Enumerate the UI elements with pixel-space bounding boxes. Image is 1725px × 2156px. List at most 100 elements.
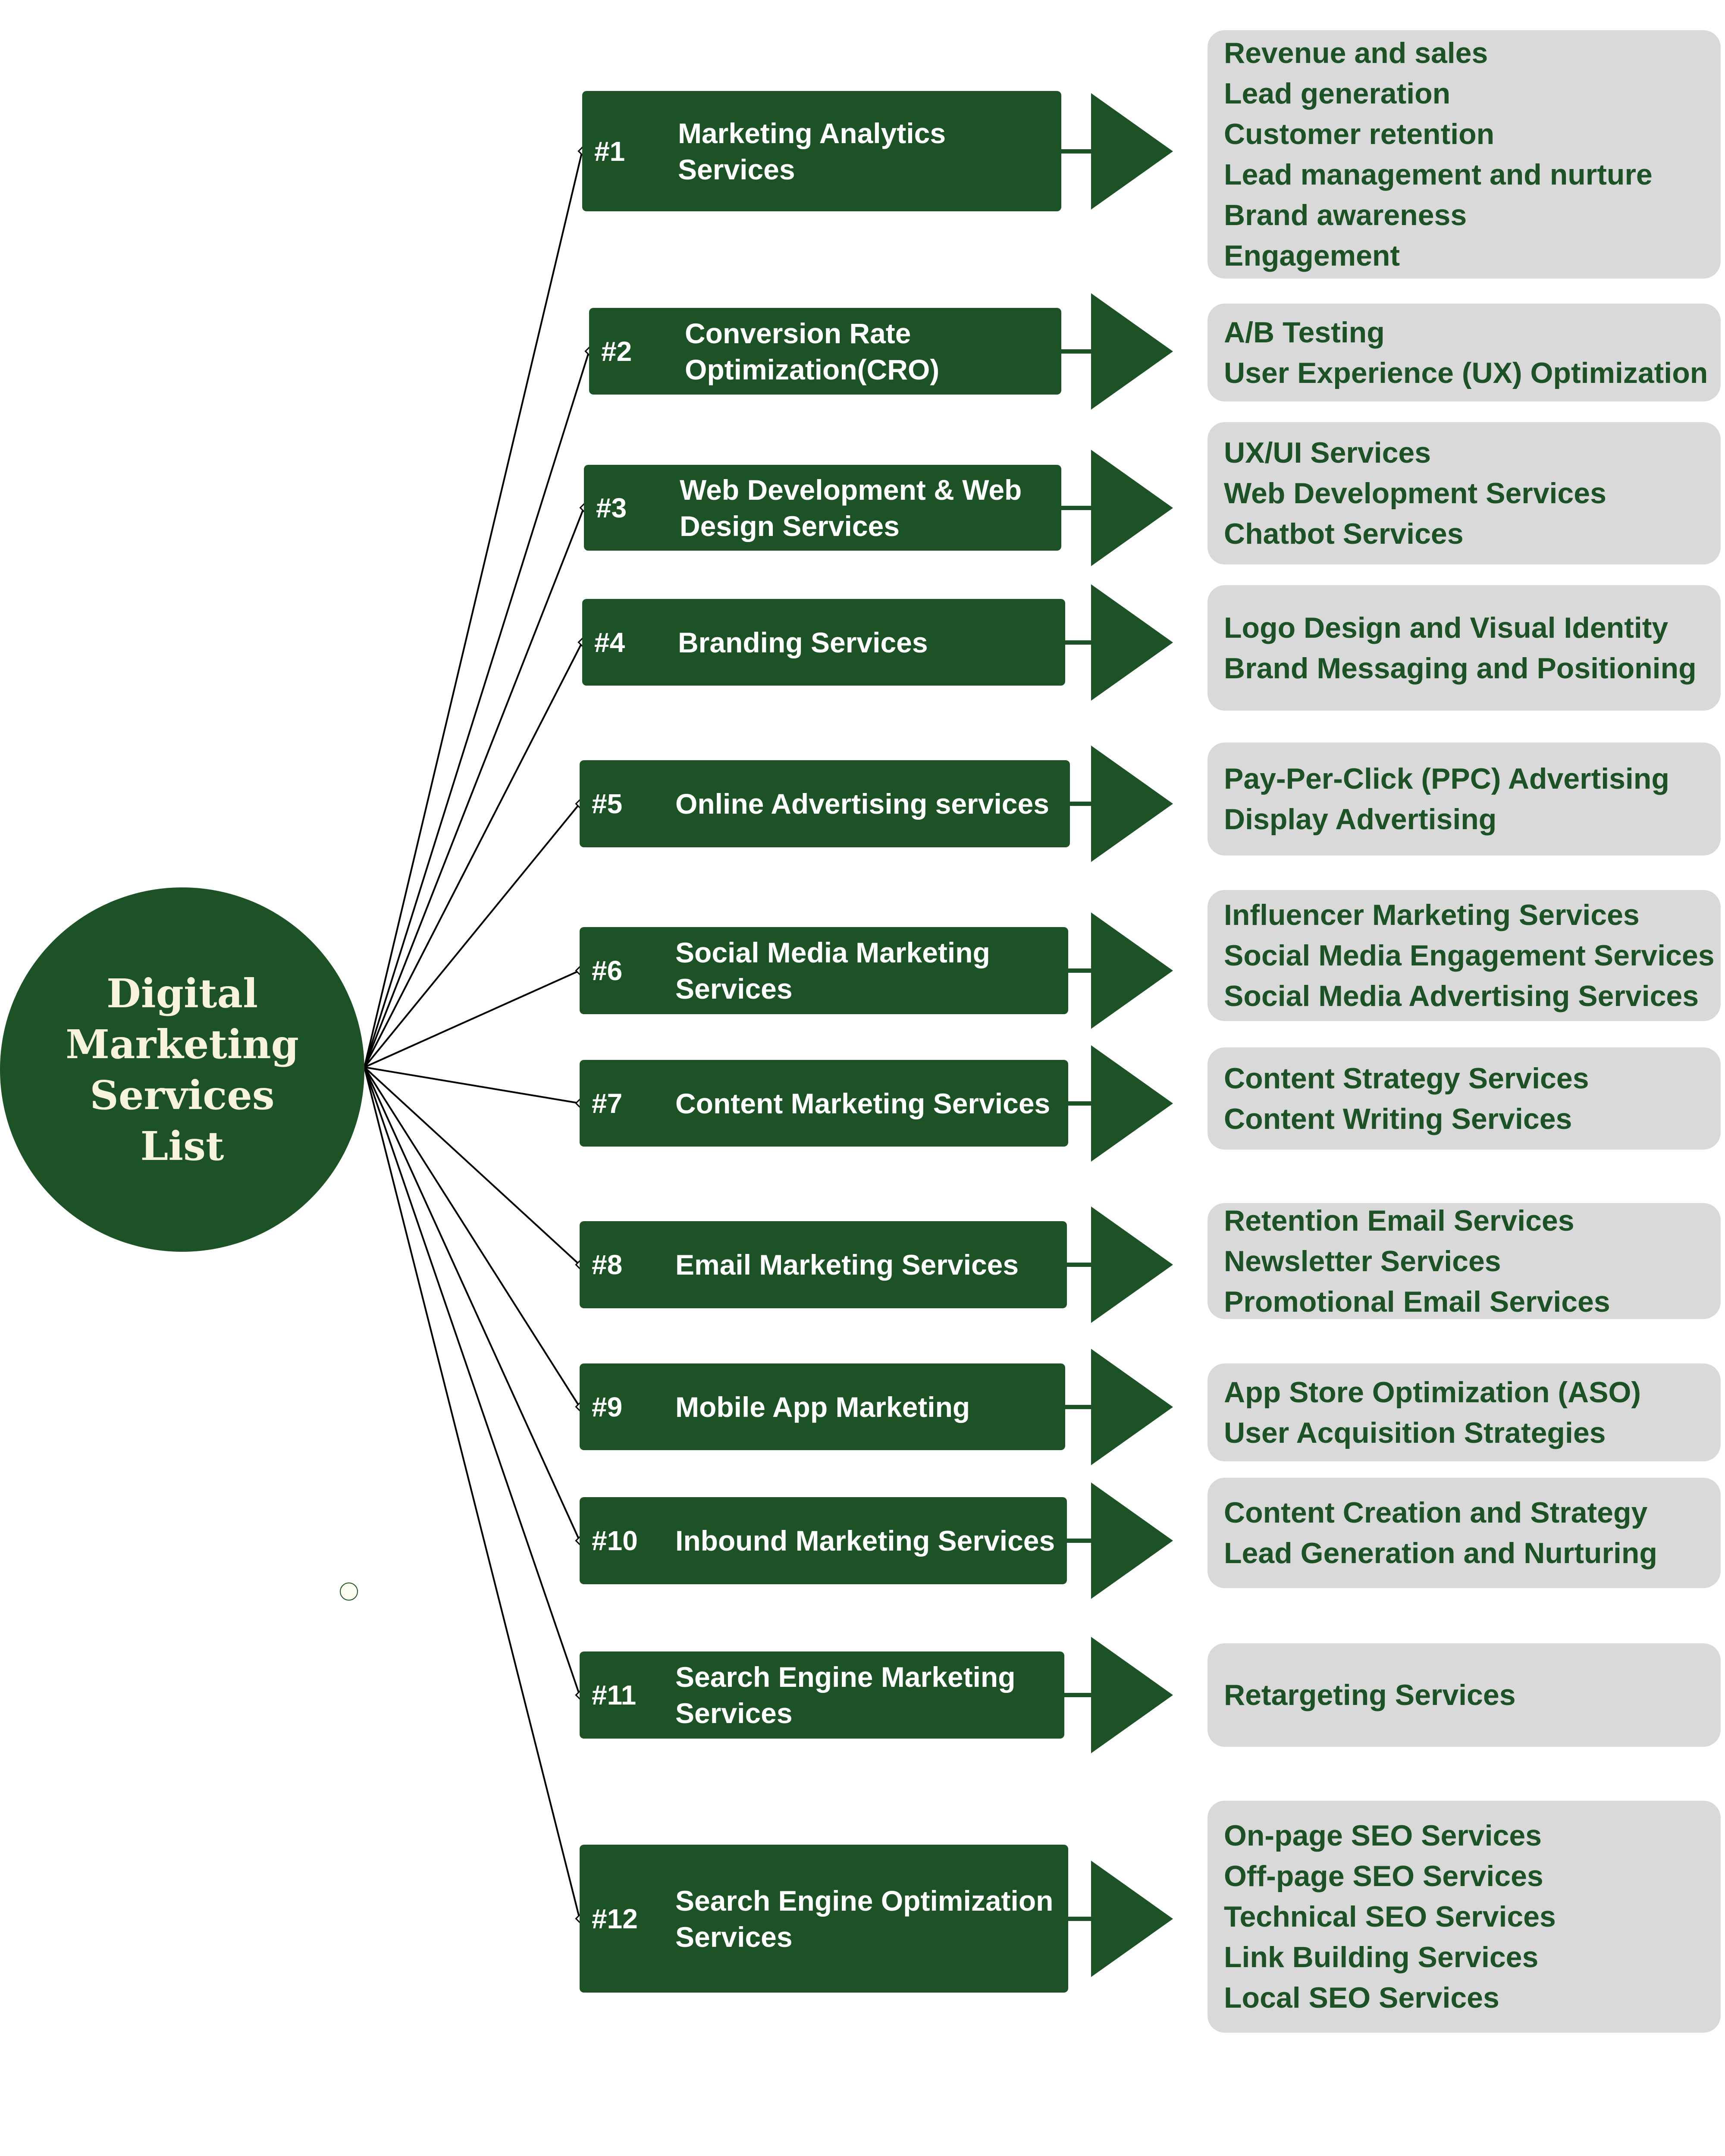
service-title: Content Marketing Services bbox=[675, 1087, 1051, 1119]
subservice-item: Display Advertising bbox=[1224, 803, 1497, 836]
subservice-item: Pay-Per-Click (PPC) Advertising bbox=[1224, 762, 1669, 795]
arrow-right-icon bbox=[1091, 449, 1173, 566]
subservice-item: Retargeting Services bbox=[1224, 1679, 1516, 1711]
arrow-right-icon bbox=[1091, 912, 1173, 1029]
subservice-item: Social Media Advertising Services bbox=[1224, 980, 1699, 1012]
connector-line bbox=[364, 1067, 580, 1695]
subservice-item: Content Strategy Services bbox=[1224, 1062, 1589, 1095]
service-number: #5 bbox=[592, 788, 623, 819]
arrow-stem bbox=[1067, 1539, 1091, 1543]
service-title: Online Advertising services bbox=[675, 788, 1049, 820]
subservice-item: Customer retention bbox=[1224, 118, 1495, 150]
arrow-stem bbox=[1070, 802, 1091, 806]
arrow-right-icon bbox=[1091, 1348, 1173, 1465]
arrow-right-icon bbox=[1091, 93, 1173, 210]
arrow-stem bbox=[1061, 349, 1091, 354]
arrow-stem bbox=[1065, 1404, 1091, 1409]
subservice-item: Brand Messaging and Positioning bbox=[1224, 652, 1697, 685]
connector-line bbox=[364, 970, 580, 1068]
subservice-item: Lead Generation and Nurturing bbox=[1224, 1537, 1657, 1570]
service-title: Conversion Rate Optimization(CRO) bbox=[685, 317, 940, 385]
arrow-stem bbox=[1068, 968, 1091, 973]
service-title: Web Development & Web Design Services bbox=[680, 473, 1022, 542]
subservice-item: Local SEO Services bbox=[1224, 1981, 1499, 2014]
service-title: Email Marketing Services bbox=[675, 1249, 1019, 1281]
subservices-card: Retargeting Services bbox=[1208, 1643, 1721, 1747]
subservice-item: Influencer Marketing Services bbox=[1224, 899, 1640, 931]
service-box: #2 Conversion Rate Optimization(CRO) bbox=[589, 308, 1061, 395]
service-box: #7 Content Marketing Services bbox=[580, 1060, 1068, 1147]
subservice-item: Promotional Email Services bbox=[1224, 1285, 1610, 1318]
service-number: #9 bbox=[592, 1391, 623, 1423]
service-number: #1 bbox=[594, 135, 625, 167]
connector-line bbox=[364, 803, 580, 1068]
arrow-right-icon bbox=[1091, 1482, 1173, 1599]
subservice-item: Content Writing Services bbox=[1224, 1102, 1572, 1135]
connector-line bbox=[364, 351, 590, 1068]
arrow-stem bbox=[1064, 1693, 1091, 1697]
subservice-item: User Acquisition Strategies bbox=[1224, 1416, 1606, 1449]
arrow-right-icon bbox=[1091, 746, 1173, 862]
connector-line bbox=[364, 1066, 580, 1104]
connector-line bbox=[364, 1067, 580, 1919]
subservice-item: Engagement bbox=[1224, 239, 1400, 272]
service-title: Search Engine Optimization Services bbox=[675, 1884, 1054, 1953]
service-title: Social Media Marketing Services bbox=[675, 937, 990, 1005]
subservice-item: Newsletter Services bbox=[1224, 1244, 1501, 1278]
arrow-stem bbox=[1068, 1101, 1091, 1106]
subservice-item: UX/UI Services bbox=[1224, 436, 1431, 469]
service-number: #3 bbox=[596, 492, 627, 523]
connector-line bbox=[364, 1066, 580, 1266]
arrow-right-icon bbox=[1091, 1206, 1173, 1323]
connector-line bbox=[364, 642, 583, 1068]
small-circle-marker bbox=[340, 1583, 358, 1601]
subservice-item: Off-page SEO Services bbox=[1224, 1860, 1543, 1893]
service-number: #2 bbox=[601, 335, 632, 367]
subservice-item: Social Media Engagement Services bbox=[1224, 939, 1715, 972]
service-box: #12 Search Engine Optimization Services bbox=[580, 1845, 1068, 1993]
service-number: #6 bbox=[592, 955, 623, 986]
subservice-item: Lead management and nurture bbox=[1224, 158, 1653, 191]
service-title: Marketing Analytics Services bbox=[678, 117, 946, 185]
service-number: #11 bbox=[592, 1680, 637, 1711]
subservice-item: Revenue and sales bbox=[1224, 37, 1488, 69]
subservice-item: Retention Email Services bbox=[1224, 1204, 1574, 1237]
service-box: #6 Social Media Marketing Services bbox=[580, 927, 1068, 1014]
service-number: #12 bbox=[592, 1903, 638, 1934]
service-box: #5 Online Advertising services bbox=[580, 760, 1070, 847]
arrow-stem bbox=[1061, 505, 1091, 510]
connector-line bbox=[364, 151, 583, 1068]
service-number: #10 bbox=[592, 1525, 638, 1556]
service-box: #1 Marketing Analytics Services bbox=[582, 91, 1061, 211]
service-number: #4 bbox=[594, 627, 625, 658]
subservice-item: Lead generation bbox=[1224, 77, 1451, 110]
service-box: #9 Mobile App Marketing bbox=[580, 1363, 1065, 1450]
service-number: #7 bbox=[592, 1087, 623, 1119]
connector-line bbox=[364, 507, 585, 1068]
subservice-item: Logo Design and Visual Identity bbox=[1224, 611, 1669, 644]
service-box: #3 Web Development & Web Design Services bbox=[584, 465, 1061, 551]
arrow-right-icon bbox=[1091, 1637, 1173, 1753]
arrow-right-icon bbox=[1091, 1045, 1173, 1162]
subservice-item: A/B Testing bbox=[1224, 316, 1385, 349]
subservice-item: User Experience (UX) Optimization bbox=[1224, 356, 1708, 389]
service-title: Mobile App Marketing bbox=[675, 1391, 970, 1423]
connector-line bbox=[364, 1066, 580, 1407]
subservice-item: Technical SEO Services bbox=[1224, 1900, 1556, 1933]
subservice-item: Brand awareness bbox=[1224, 199, 1467, 232]
subservice-item: Chatbot Services bbox=[1224, 517, 1464, 550]
subservice-item: On-page SEO Services bbox=[1224, 1819, 1542, 1852]
